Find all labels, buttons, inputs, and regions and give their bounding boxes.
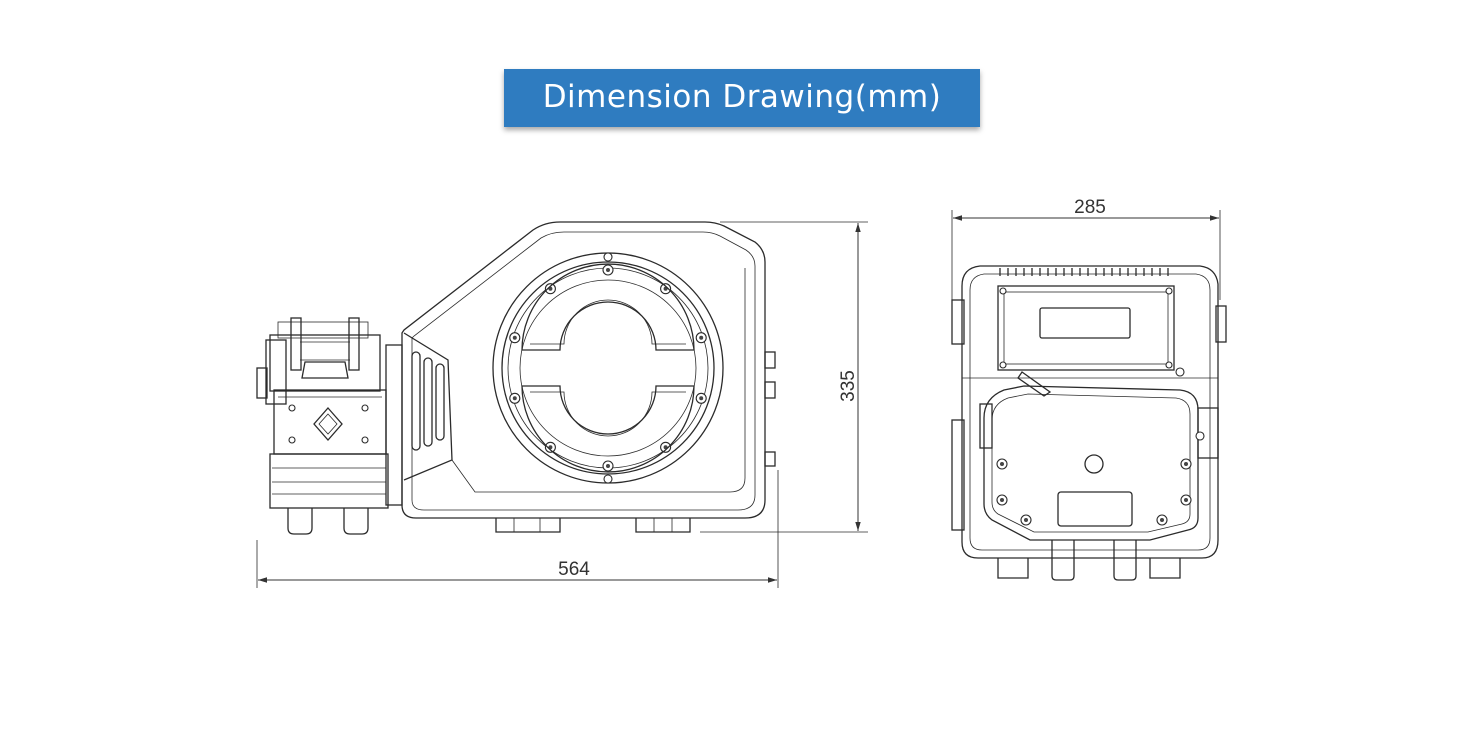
- height-dimension-label: 335: [838, 370, 859, 402]
- side-view: 564 335: [256, 221, 868, 588]
- cover-bolt-center: [606, 464, 610, 468]
- drive-body-side: [401, 221, 776, 533]
- cover-bolt-center: [699, 396, 704, 401]
- pump-head-side: [256, 317, 403, 535]
- front-feet: [997, 540, 1181, 581]
- drive-body-front: [951, 265, 1227, 559]
- cover-bottom-bolt: [603, 474, 613, 484]
- cover-bolt-center: [512, 396, 517, 401]
- cover-top-bolt: [603, 252, 613, 262]
- cover-bolt-center: [512, 335, 517, 340]
- length-dimension-label: 564: [558, 559, 590, 580]
- dimension-lines-front: [951, 210, 1221, 300]
- width-dimension-label: 285: [1074, 197, 1106, 218]
- cover-bolt-center: [699, 335, 704, 340]
- dimension-lines-side: [256, 221, 868, 588]
- pump-head-front: [983, 367, 1205, 541]
- front-view: 285: [951, 197, 1227, 581]
- cover-bolt-center: [606, 268, 610, 272]
- title-banner: Dimension Drawing(mm): [504, 69, 980, 127]
- page-title: Dimension Drawing(mm): [542, 79, 942, 115]
- circular-cover: [492, 252, 724, 484]
